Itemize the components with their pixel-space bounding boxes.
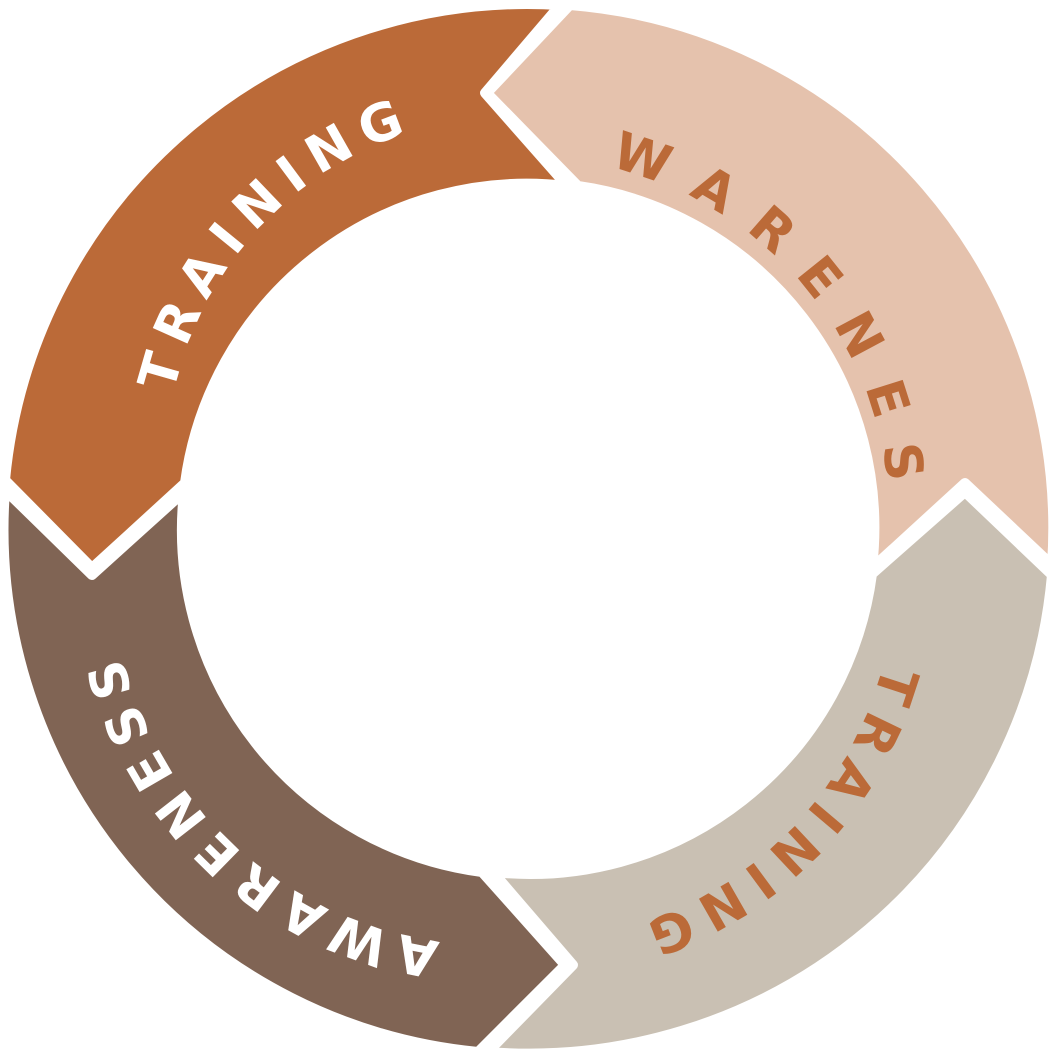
segment-shape — [482, 0, 1057, 573]
segment-shape — [0, 485, 570, 1057]
segment-shape — [0, 0, 572, 573]
segment-shape — [483, 487, 1057, 1057]
center-hole — [188, 188, 868, 868]
